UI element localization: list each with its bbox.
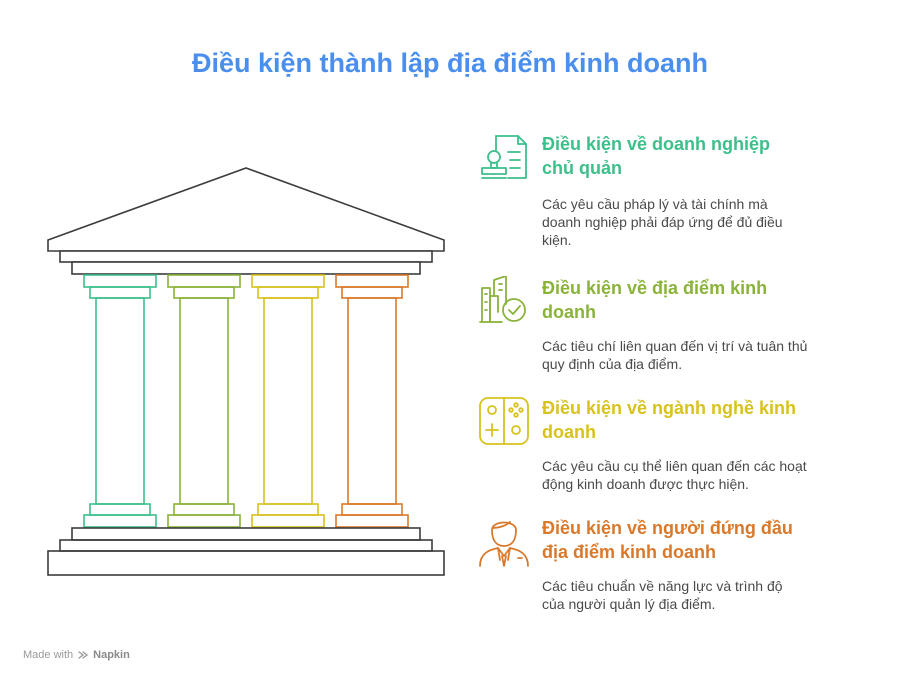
condition-heading: Điều kiện về ngành nghề kinh doanh bbox=[542, 398, 797, 442]
condition-description: Các yêu cầu pháp lý và tài chính mà doan… bbox=[542, 196, 783, 248]
condition-heading: Điều kiện về địa điểm kinh doanh bbox=[542, 278, 768, 322]
condition-heading: Điều kiện về người đứng đầu địa điểm kin… bbox=[542, 518, 793, 562]
condition-heading: Điều kiện về doanh nghiệp chủ quản bbox=[542, 134, 771, 178]
pillar-olive bbox=[167, 274, 241, 528]
condition-description: Các yêu cầu cụ thể liên quan đến các hoạ… bbox=[542, 458, 807, 492]
pillar-orange bbox=[335, 274, 409, 528]
pillar-yellow bbox=[251, 274, 325, 528]
condition-description: Các tiêu chí liên quan đến vị trí và tuâ… bbox=[542, 338, 808, 372]
pillar-green bbox=[83, 274, 157, 528]
temple-base bbox=[47, 527, 445, 576]
businessman-icon bbox=[479, 521, 529, 567]
condition-description: Các tiêu chuẩn về năng lực và trình độ c… bbox=[542, 578, 783, 612]
document-stamp-icon bbox=[481, 135, 527, 179]
game-controller-icon bbox=[479, 397, 529, 445]
building-check-icon bbox=[479, 276, 526, 323]
footer-brand: Napkin bbox=[93, 649, 130, 661]
napkin-logo-icon bbox=[78, 651, 89, 659]
temple-roof bbox=[47, 167, 445, 275]
footer-prefix: Made with bbox=[23, 649, 74, 661]
page-title: Điều kiện thành lập địa điểm kinh doanh bbox=[191, 48, 709, 78]
made-with-napkin-footer: Made with Napkin bbox=[23, 649, 130, 661]
